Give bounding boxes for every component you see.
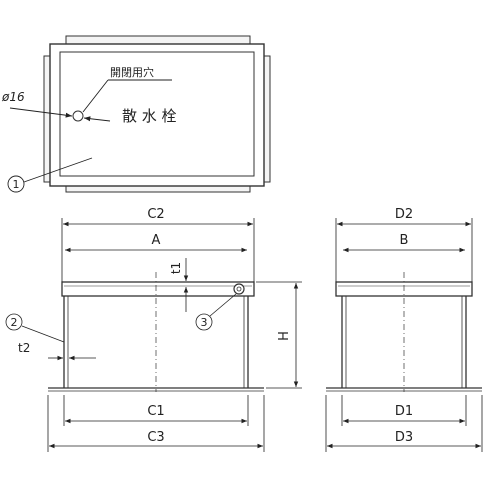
dim-b-label: B xyxy=(400,233,409,248)
plate-text: 散 水 栓 xyxy=(122,107,177,125)
callout-1-circle xyxy=(7,175,25,193)
dim-c1-label: C1 xyxy=(147,404,164,419)
callout-1-number: 1 xyxy=(13,178,20,191)
top-view-annotations xyxy=(7,79,172,193)
callout-3-leader xyxy=(209,293,237,317)
hole-leader xyxy=(82,79,109,113)
dim-d2-label: D2 xyxy=(395,207,413,222)
dim-t2-label: t2 xyxy=(18,341,30,355)
diameter-label: ø16 xyxy=(1,90,25,104)
diameter-arrow-left xyxy=(9,107,73,118)
dim-t1-label: t1 xyxy=(169,262,183,274)
front-hinge xyxy=(233,283,245,295)
dim-d3-label: D3 xyxy=(395,430,413,445)
front-hinge-pin xyxy=(236,286,242,292)
dim-c2-label: C2 xyxy=(147,207,164,222)
hole-label: 開閉用穴 xyxy=(110,65,154,79)
callout-1-leader xyxy=(23,157,93,183)
side-dimensions xyxy=(325,218,483,452)
diameter-arrow-right xyxy=(83,116,111,122)
front-lid-rim xyxy=(61,281,255,297)
callout-2-leader xyxy=(21,325,65,343)
callout-2-number: 2 xyxy=(11,316,18,329)
dim-d1-label: D1 xyxy=(395,404,413,419)
front-view xyxy=(48,272,264,392)
callout-3-number: 3 xyxy=(201,316,208,329)
dim-c3-label: C3 xyxy=(147,430,164,445)
front-dimensions xyxy=(5,218,302,452)
opening-hole xyxy=(72,110,84,122)
side-view xyxy=(326,272,482,392)
dim-h-label: H xyxy=(277,331,292,341)
callout-2-circle xyxy=(5,313,23,331)
top-view xyxy=(43,35,271,193)
lid-plate xyxy=(59,51,255,177)
callout-3-circle xyxy=(195,313,213,331)
dim-a-label: A xyxy=(152,233,161,248)
